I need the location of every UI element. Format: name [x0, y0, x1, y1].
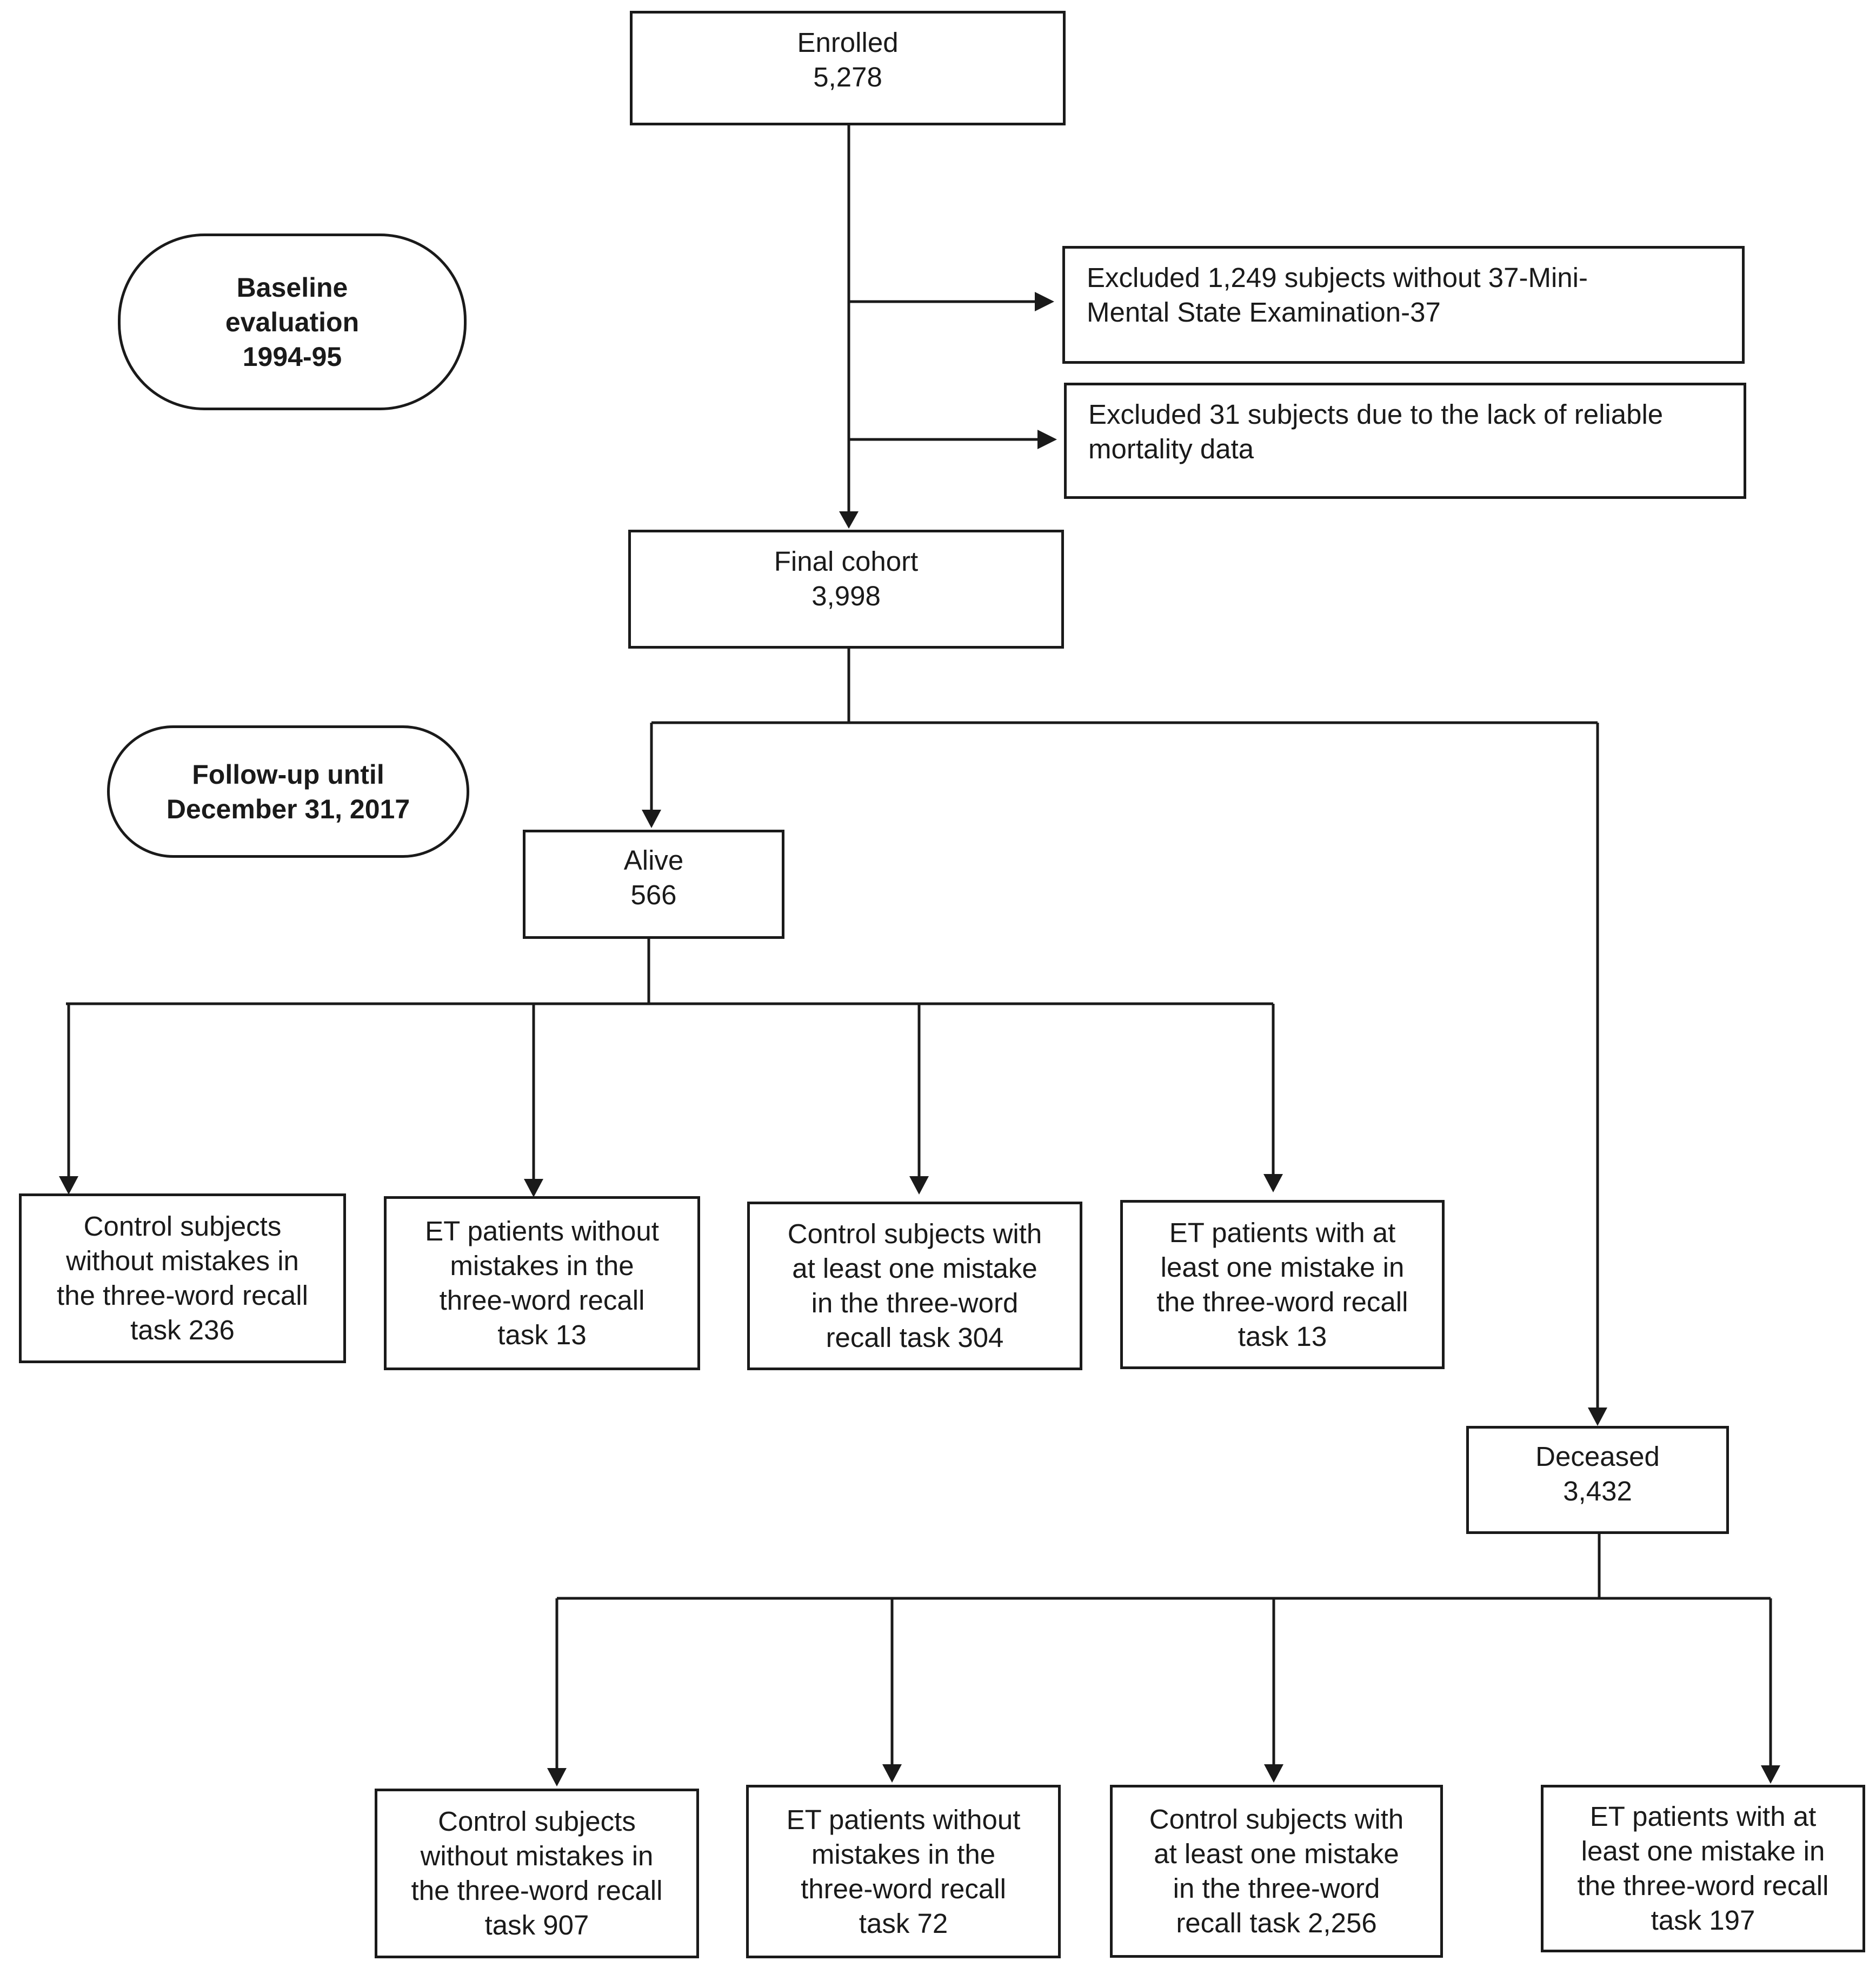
alive-group-4-line-3: the three-word recall	[1156, 1286, 1408, 1317]
alive-group-3-line-2: at least one mistake	[792, 1253, 1037, 1284]
deceased-group-2-line-4: task 72	[859, 1907, 948, 1939]
alive-group-box: ET patients without mistakes in the thre…	[384, 1196, 700, 1370]
enrolled-box: Enrolled 5,278	[630, 11, 1066, 125]
arrowhead-deceased-branch-2	[882, 1764, 902, 1783]
alive-group-box: Control subjects with at least one mista…	[747, 1202, 1082, 1370]
alive-group-3-line-3: in the three-word	[811, 1288, 1019, 1318]
final-cohort-count: 3,998	[811, 581, 881, 611]
excluded-mortality-line-1: Excluded 31 subjects due to the lack of …	[1088, 399, 1664, 430]
followup-line-1: Follow-up until	[192, 759, 384, 790]
alive-group-box: Control subjects without mistakes in the…	[19, 1193, 346, 1363]
deceased-group-1-line-1: Control subjects	[438, 1806, 636, 1837]
excluded-mortality-box: Excluded 31 subjects due to the lack of …	[1064, 383, 1746, 499]
deceased-group-box: Control subjects with at least one mista…	[1110, 1785, 1443, 1958]
deceased-box: Deceased 3,432	[1466, 1426, 1729, 1534]
excluded-mmse-line-1: Excluded 1,249 subjects without 37-Mini-	[1087, 262, 1588, 293]
excluded-mortality-line-2: mortality data	[1088, 433, 1254, 464]
enrolled-label: Enrolled	[797, 27, 899, 58]
deceased-group-box: ET patients without mistakes in the thre…	[746, 1785, 1061, 1958]
alive-group-1-line-1: Control subjects	[83, 1211, 282, 1242]
deceased-group-2-line-3: three-word recall	[801, 1873, 1006, 1904]
followup-line-2: December 31, 2017	[166, 793, 410, 824]
alive-group-1-line-2: without mistakes in	[66, 1245, 299, 1276]
deceased-group-2-line-2: mistakes in the	[811, 1838, 996, 1870]
arrowhead-deceased	[1588, 1408, 1607, 1426]
alive-box: Alive 566	[523, 830, 784, 939]
excluded-mmse-line-2: Mental State Examination-37	[1087, 297, 1441, 328]
deceased-group-box: Control subjects without mistakes in the…	[375, 1789, 699, 1958]
arrowhead-alive-branch-2	[524, 1179, 543, 1197]
arrowhead-excluded-mortality	[1037, 430, 1057, 449]
alive-group-1-line-3: the three-word recall	[57, 1280, 308, 1311]
deceased-group-3-line-2: at least one mistake	[1154, 1838, 1399, 1869]
deceased-group-4-line-4: task 197	[1651, 1905, 1755, 1936]
alive-group-1-line-4: task 236	[130, 1315, 235, 1345]
arrowhead-final-cohort	[839, 511, 859, 529]
excluded-mmse-box: Excluded 1,249 subjects without 37-Mini-…	[1062, 246, 1745, 364]
arrowhead-excluded-mmse	[1035, 292, 1054, 311]
final-cohort-label: Final cohort	[774, 546, 919, 577]
deceased-group-1-line-2: without mistakes in	[420, 1840, 654, 1871]
deceased-count: 3,432	[1563, 1476, 1632, 1506]
alive-group-2-line-1: ET patients without	[425, 1216, 659, 1246]
deceased-group-1-line-4: task 907	[484, 1910, 589, 1940]
deceased-group-1-line-3: the three-word recall	[411, 1875, 663, 1906]
alive-group-2-line-2: mistakes in the	[450, 1250, 634, 1281]
alive-group-2-line-3: three-word recall	[439, 1285, 645, 1316]
baseline-line-3: 1994-95	[242, 341, 342, 372]
alive-label: Alive	[623, 845, 684, 876]
deceased-group-box: ET patients with at least one mistake in…	[1541, 1785, 1865, 1952]
arrowhead-alive	[642, 810, 661, 828]
deceased-group-4-line-1: ET patients with at	[1589, 1801, 1817, 1832]
alive-count: 566	[630, 879, 677, 910]
arrowhead-deceased-branch-3	[1264, 1764, 1283, 1783]
baseline-line-1: Baseline	[236, 272, 348, 303]
enrolled-count: 5,278	[813, 62, 882, 92]
alive-group-4-line-1: ET patients with at	[1169, 1217, 1396, 1248]
deceased-group-2-line-1: ET patients without	[786, 1804, 1021, 1835]
final-cohort-box: Final cohort 3,998	[628, 530, 1064, 649]
alive-group-3-line-4: recall task 304	[826, 1322, 1004, 1353]
alive-group-4-line-2: least one mistake in	[1160, 1251, 1405, 1283]
deceased-group-3-line-1: Control subjects with	[1149, 1804, 1404, 1835]
alive-group-box: ET patients with at least one mistake in…	[1120, 1200, 1445, 1369]
deceased-group-3-line-3: in the three-word	[1173, 1873, 1380, 1904]
deceased-label: Deceased	[1535, 1441, 1660, 1472]
arrowhead-alive-branch-1	[59, 1176, 78, 1195]
alive-group-2-line-4: task 13	[497, 1319, 587, 1350]
baseline-phase-label: Baseline evaluation 1994-95	[118, 234, 467, 410]
arrowhead-alive-branch-4	[1263, 1174, 1283, 1192]
arrowhead-deceased-branch-4	[1761, 1765, 1780, 1784]
arrowhead-deceased-branch-1	[547, 1768, 567, 1786]
deceased-group-3-line-4: recall task 2,256	[1176, 1907, 1377, 1938]
deceased-group-4-line-3: the three-word recall	[1577, 1870, 1829, 1901]
baseline-line-2: evaluation	[225, 306, 360, 337]
alive-group-4-line-4: task 13	[1238, 1320, 1327, 1352]
deceased-group-4-line-2: least one mistake in	[1581, 1836, 1825, 1866]
arrowhead-alive-branch-3	[909, 1176, 929, 1195]
alive-group-3-line-1: Control subjects with	[787, 1218, 1042, 1249]
followup-phase-label: Follow-up until December 31, 2017	[107, 725, 469, 858]
